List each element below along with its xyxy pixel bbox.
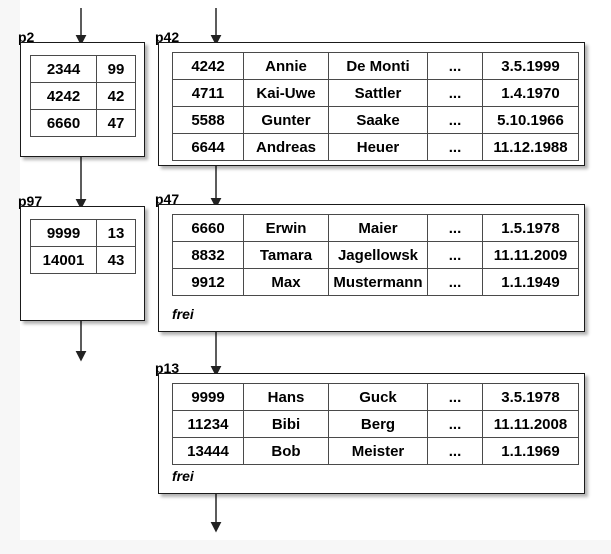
index-table-p97[interactable]: 9999 13 14001 43 bbox=[30, 219, 136, 274]
table-row[interactable]: 13444 Bob Meister ... 1.1.1969 bbox=[172, 437, 579, 465]
cell-more: ... bbox=[427, 133, 483, 161]
data-table-p13[interactable]: 9999 Hans Guck ... 3.5.1978 11234 Bibi B… bbox=[172, 383, 579, 465]
cell-date: 1.4.1970 bbox=[482, 79, 579, 107]
cell-more: ... bbox=[427, 52, 483, 80]
cell-first: Bob bbox=[243, 437, 329, 465]
cell-more: ... bbox=[427, 410, 483, 438]
cell-id: 9912 bbox=[172, 268, 244, 296]
cell-id: 9999 bbox=[172, 383, 244, 411]
cell-more: ... bbox=[427, 268, 483, 296]
cell-last: Guck bbox=[328, 383, 428, 411]
cell-first: Bibi bbox=[243, 410, 329, 438]
cell-more: ... bbox=[427, 383, 483, 411]
page-label-p13: p13 bbox=[155, 360, 180, 376]
cell-date: 5.10.1966 bbox=[482, 106, 579, 134]
index-key: 4242 bbox=[30, 82, 97, 110]
index-pointer: 99 bbox=[96, 55, 136, 83]
cell-more: ... bbox=[427, 241, 483, 269]
table-row[interactable]: 9912 Max Mustermann ... 1.1.1949 bbox=[172, 268, 579, 296]
cell-date: 3.5.1999 bbox=[482, 52, 579, 80]
page-label-p42: p42 bbox=[155, 29, 180, 45]
index-key: 14001 bbox=[30, 246, 97, 274]
cell-first: Hans bbox=[243, 383, 329, 411]
cell-last: Maier bbox=[328, 214, 428, 242]
index-key: 9999 bbox=[30, 219, 97, 247]
index-key: 6660 bbox=[30, 109, 97, 137]
index-pointer: 42 bbox=[96, 82, 136, 110]
table-row[interactable]: 14001 43 bbox=[30, 246, 136, 274]
cell-last: Jagellowsk bbox=[328, 241, 428, 269]
cell-last: Sattler bbox=[328, 79, 428, 107]
page-edge-left bbox=[0, 0, 20, 554]
index-key: 2344 bbox=[30, 55, 97, 83]
page-label-p47: p47 bbox=[155, 191, 180, 207]
cell-id: 5588 bbox=[172, 106, 244, 134]
table-row[interactable]: 9999 13 bbox=[30, 219, 136, 247]
index-pointer: 43 bbox=[96, 246, 136, 274]
cell-id: 4711 bbox=[172, 79, 244, 107]
cell-date: 3.5.1978 bbox=[482, 383, 579, 411]
table-row[interactable]: 4242 Annie De Monti ... 3.5.1999 bbox=[172, 52, 579, 80]
table-row[interactable]: 11234 Bibi Berg ... 11.11.2008 bbox=[172, 410, 579, 438]
cell-date: 11.12.1988 bbox=[482, 133, 579, 161]
cell-first: Erwin bbox=[243, 214, 329, 242]
cell-last: Heuer bbox=[328, 133, 428, 161]
free-space-label-p13: frei bbox=[172, 468, 194, 484]
table-row[interactable]: 5588 Gunter Saake ... 5.10.1966 bbox=[172, 106, 579, 134]
table-row[interactable]: 6660 Erwin Maier ... 1.5.1978 bbox=[172, 214, 579, 242]
index-pointer: 13 bbox=[96, 219, 136, 247]
cell-id: 8832 bbox=[172, 241, 244, 269]
free-space-label-p47: frei bbox=[172, 306, 194, 322]
table-row[interactable]: 6644 Andreas Heuer ... 11.12.1988 bbox=[172, 133, 579, 161]
table-row[interactable]: 2344 99 bbox=[30, 55, 136, 83]
table-row[interactable]: 6660 47 bbox=[30, 109, 136, 137]
cell-first: Max bbox=[243, 268, 329, 296]
cell-date: 11.11.2009 bbox=[482, 241, 579, 269]
data-table-p47[interactable]: 6660 Erwin Maier ... 1.5.1978 8832 Tamar… bbox=[172, 214, 579, 296]
index-pointer: 47 bbox=[96, 109, 136, 137]
table-row[interactable]: 8832 Tamara Jagellowsk ... 11.11.2009 bbox=[172, 241, 579, 269]
page-edge-bottom bbox=[0, 540, 611, 554]
cell-date: 1.1.1949 bbox=[482, 268, 579, 296]
cell-date: 1.5.1978 bbox=[482, 214, 579, 242]
cell-date: 11.11.2008 bbox=[482, 410, 579, 438]
cell-first: Gunter bbox=[243, 106, 329, 134]
cell-id: 6644 bbox=[172, 133, 244, 161]
cell-id: 13444 bbox=[172, 437, 244, 465]
data-table-p42[interactable]: 4242 Annie De Monti ... 3.5.1999 4711 Ka… bbox=[172, 52, 579, 161]
cell-id: 4242 bbox=[172, 52, 244, 80]
cell-date: 1.1.1969 bbox=[482, 437, 579, 465]
cell-last: De Monti bbox=[328, 52, 428, 80]
cell-last: Mustermann bbox=[328, 268, 428, 296]
cell-more: ... bbox=[427, 79, 483, 107]
page-label-p2: p2 bbox=[18, 29, 35, 45]
page-label-p97: p97 bbox=[18, 193, 43, 209]
table-row[interactable]: 4711 Kai-Uwe Sattler ... 1.4.1970 bbox=[172, 79, 579, 107]
cell-more: ... bbox=[427, 437, 483, 465]
cell-id: 6660 bbox=[172, 214, 244, 242]
cell-more: ... bbox=[427, 106, 483, 134]
cell-first: Tamara bbox=[243, 241, 329, 269]
index-table-p2[interactable]: 2344 99 4242 42 6660 47 bbox=[30, 55, 136, 137]
cell-more: ... bbox=[427, 214, 483, 242]
cell-first: Andreas bbox=[243, 133, 329, 161]
cell-last: Berg bbox=[328, 410, 428, 438]
cell-id: 11234 bbox=[172, 410, 244, 438]
cell-last: Meister bbox=[328, 437, 428, 465]
table-row[interactable]: 4242 42 bbox=[30, 82, 136, 110]
cell-first: Annie bbox=[243, 52, 329, 80]
cell-last: Saake bbox=[328, 106, 428, 134]
cell-first: Kai-Uwe bbox=[243, 79, 329, 107]
table-row[interactable]: 9999 Hans Guck ... 3.5.1978 bbox=[172, 383, 579, 411]
